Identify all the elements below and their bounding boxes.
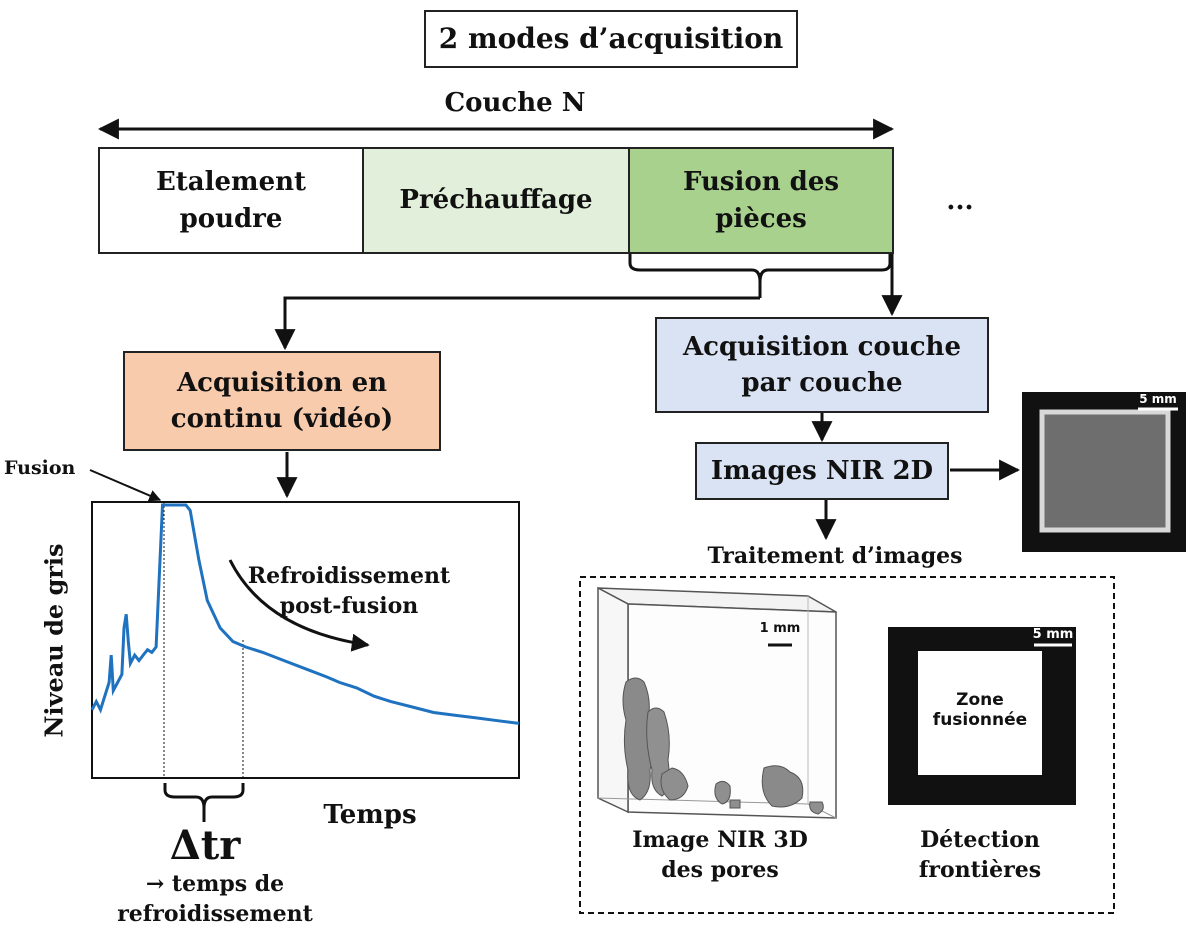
grey-level-series-line xyxy=(90,503,520,725)
fusion-brace xyxy=(628,253,892,298)
processing-results-frame xyxy=(579,576,1115,914)
nir-2d-image xyxy=(1022,392,1186,552)
boundary-scale: 5 mm xyxy=(1032,627,1074,642)
chart-y-label: Niveau de gris xyxy=(39,543,69,738)
fusion-pointer-arrow xyxy=(89,469,162,502)
delta-brace xyxy=(163,783,245,822)
phase-ellipsis: ... xyxy=(946,186,974,216)
layer-label: Couche N xyxy=(444,88,586,118)
phase-melting: Fusion des pièces xyxy=(628,147,894,254)
phase-powder-spreading-label: Etalement poudre xyxy=(155,167,307,234)
layerwise-acquisition-box: Acquisition couche par couche xyxy=(655,317,989,413)
connector-to-continuous xyxy=(274,296,760,351)
boundary-detection-image xyxy=(888,627,1076,805)
pores-3d-image xyxy=(597,586,837,819)
delta-description: → temps de refroidissement xyxy=(117,871,313,927)
continuous-acquisition-box: Acquisition en continu (vidéo) xyxy=(123,351,441,451)
images-2d-label: Images NIR 2D xyxy=(710,455,934,486)
diagram-title: 2 modes d’acquisition xyxy=(438,22,784,56)
boundary-zone-label: Zone fusionnée xyxy=(932,690,1028,730)
phase-melting-label: Fusion des pièces xyxy=(682,167,840,234)
continuous-acquisition-label: Acquisition en continu (vidéo) xyxy=(170,367,394,434)
processing-label: Traitement d’images xyxy=(707,543,963,569)
images-2d-box: Images NIR 2D xyxy=(695,442,949,500)
pores-3d-caption: Image NIR 3D des pores xyxy=(632,827,808,883)
delta-label: Δtr xyxy=(169,822,241,869)
phase-preheating-label: Préchauffage xyxy=(399,185,593,216)
cooling-arrow xyxy=(228,559,370,652)
pores-3d-scale: 1 mm xyxy=(759,621,801,636)
fusion-label: Fusion xyxy=(4,457,76,479)
cooling-annotation: Refroidissement post-fusion xyxy=(247,563,451,619)
phase-preheating: Préchauffage xyxy=(362,147,630,254)
chart-frame xyxy=(91,501,520,779)
layerwise-acquisition-label: Acquisition couche par couche xyxy=(682,331,961,398)
boundary-caption: Détection frontières xyxy=(918,827,1042,883)
chart-x-label: Temps xyxy=(323,800,417,830)
phase-powder-spreading: Etalement poudre xyxy=(98,147,364,254)
nir-2d-scale: 5 mm xyxy=(1139,392,1177,406)
diagram-title-box: 2 modes d’acquisition xyxy=(424,10,798,68)
